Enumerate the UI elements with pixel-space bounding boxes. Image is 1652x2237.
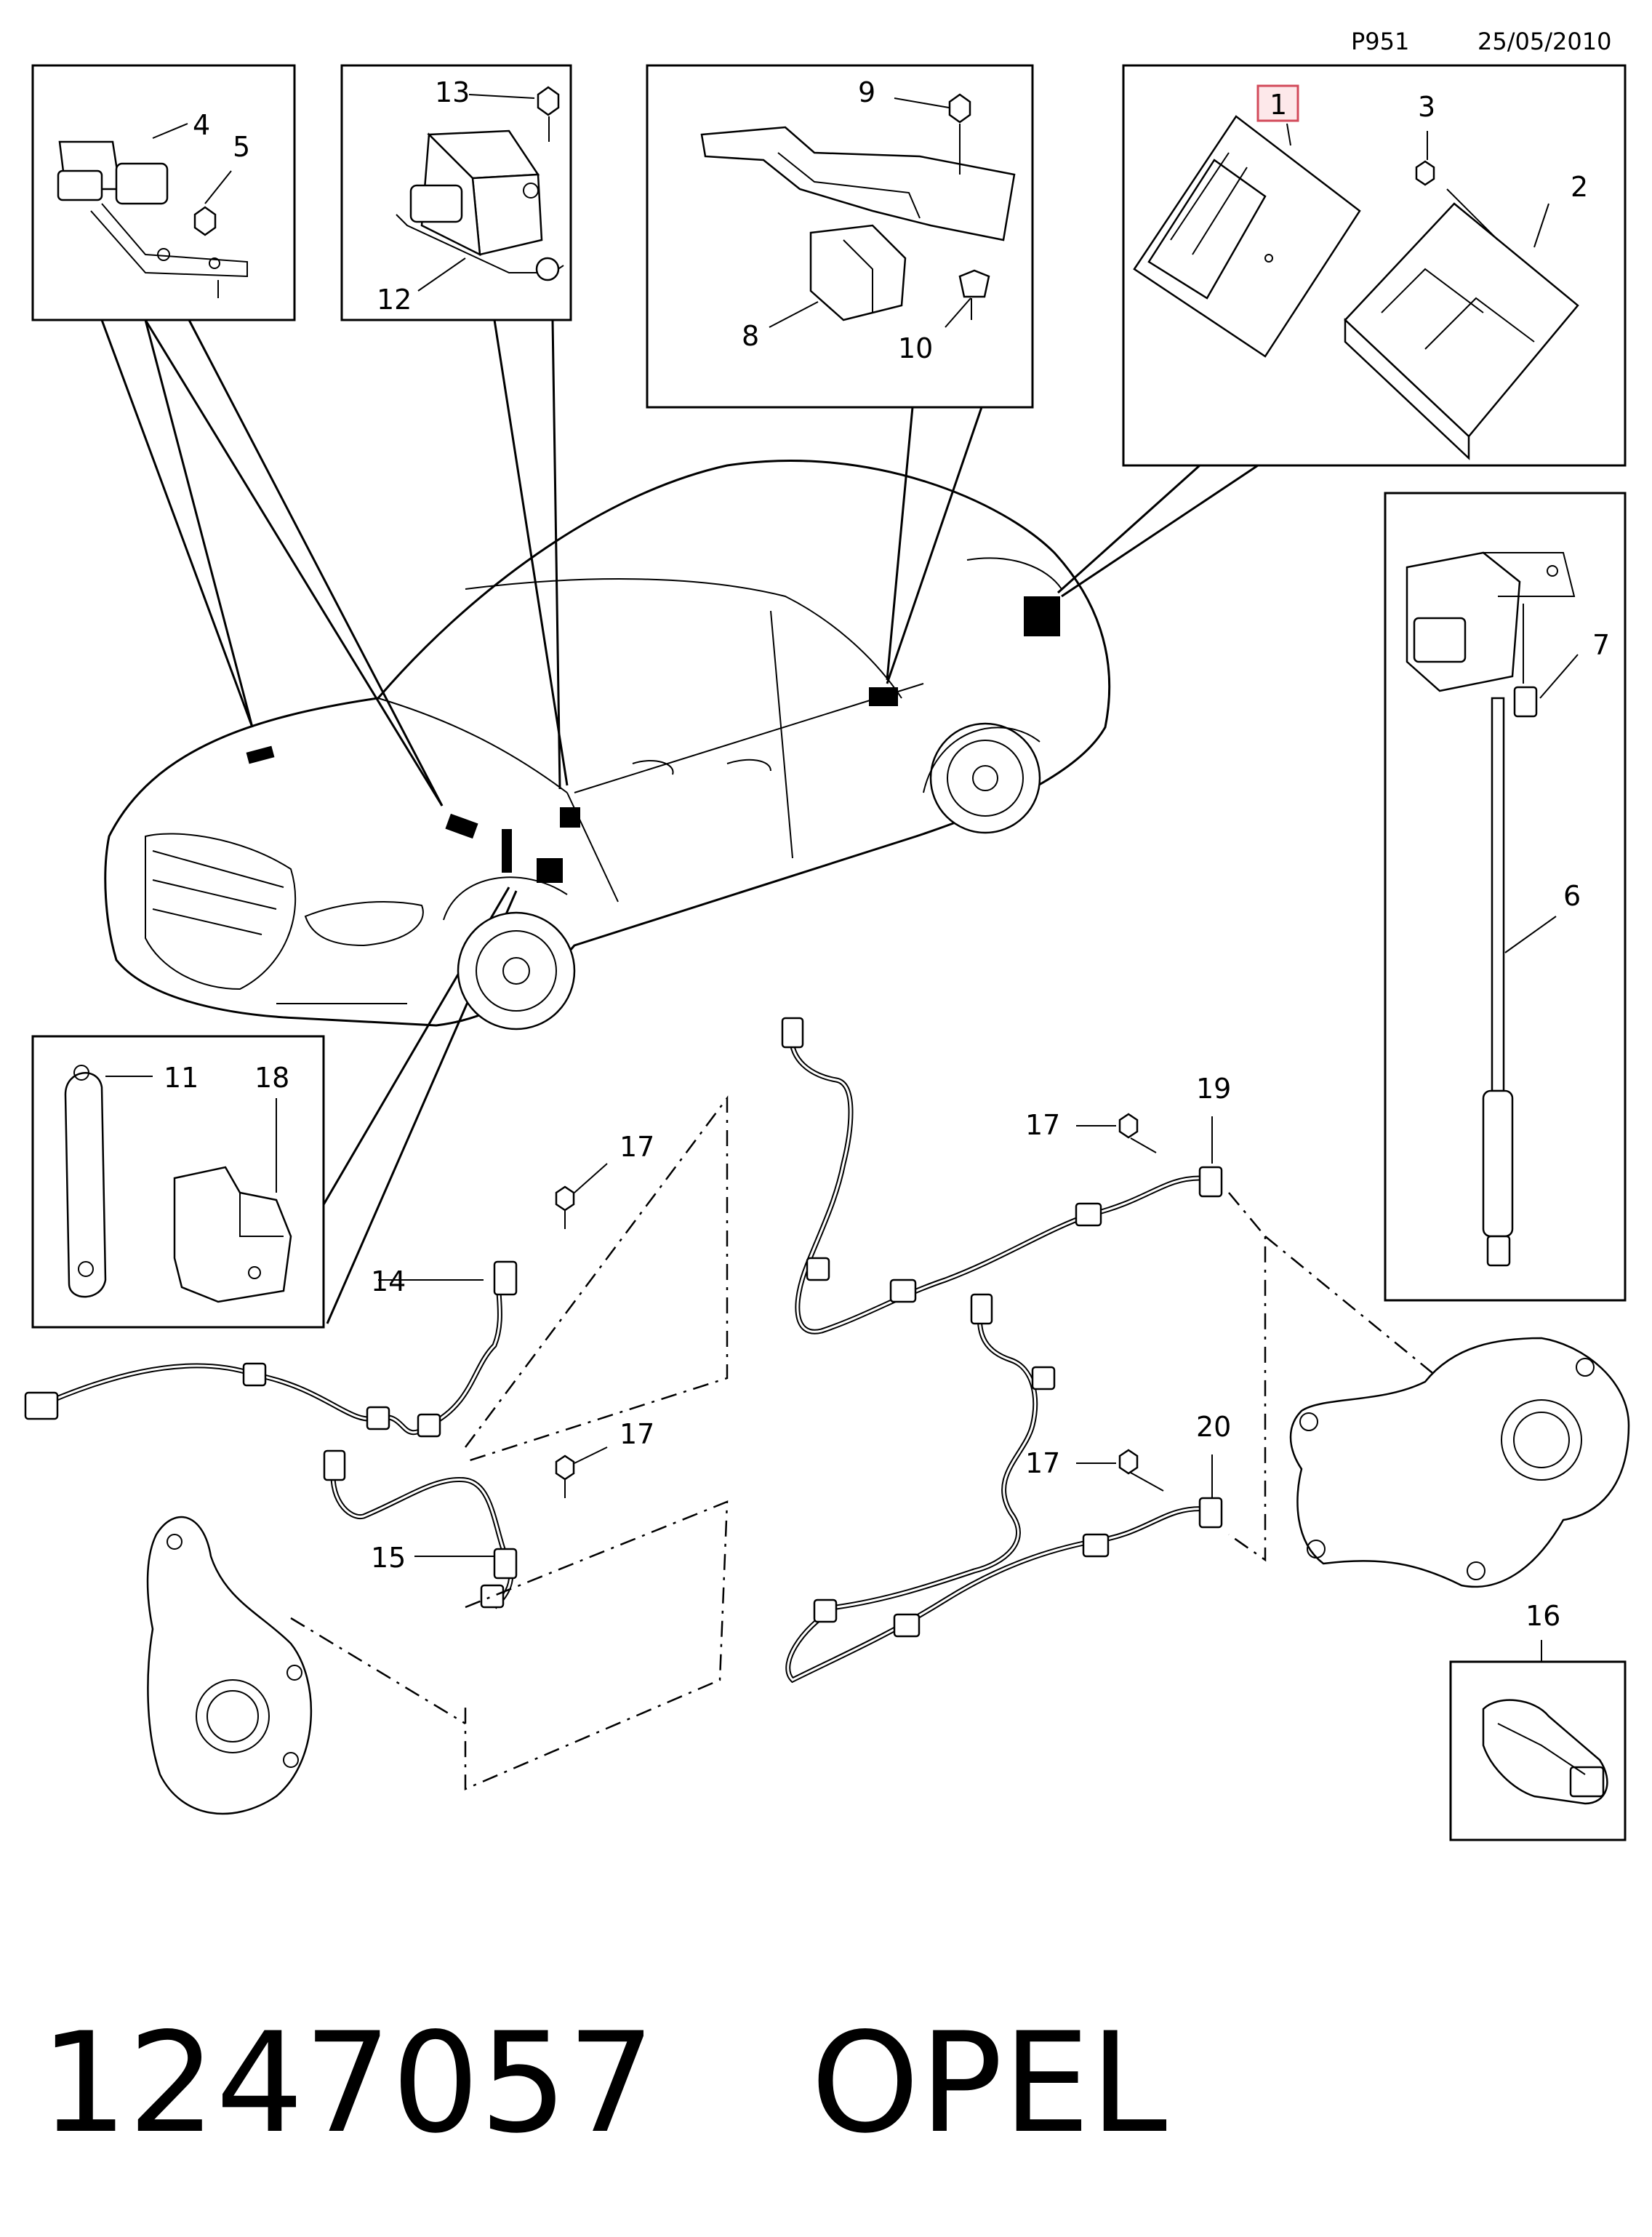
callout-8: 8	[742, 320, 759, 352]
callout-10: 10	[898, 332, 933, 364]
rear-steering-knuckle	[1289, 1337, 1630, 1588]
callout-15: 15	[371, 1542, 406, 1574]
vehicle-illustration	[104, 460, 1111, 1031]
rear-guide-line	[1228, 1192, 1267, 1562]
module-bracket-drawing	[700, 93, 1016, 321]
brand-name: OPEL	[811, 2003, 1167, 2164]
callout-16: 16	[1525, 1600, 1560, 1632]
callout-13: 13	[435, 76, 470, 108]
connector-drawing	[1482, 1699, 1608, 1805]
callout-17-d: 17	[1025, 1447, 1060, 1479]
panel-module-8-9-10: 9 8 10	[646, 64, 1034, 409]
callout-18: 18	[254, 1062, 289, 1094]
panel-bracket-11-18: 11 18	[31, 1035, 325, 1329]
panel-sensor-rod-6-7: 7 6	[1384, 492, 1627, 1302]
vehicle-sensor-markers	[246, 596, 1060, 883]
callout-11: 11	[164, 1062, 199, 1094]
callout-17-b: 17	[620, 1418, 654, 1450]
panel-control-unit-1-2-3: 1 3 2	[1122, 64, 1627, 467]
callout-20: 20	[1196, 1411, 1231, 1443]
diagram-date: 25/05/2010	[1477, 28, 1611, 55]
callout-3: 3	[1418, 91, 1435, 123]
callout-9: 9	[858, 76, 875, 108]
callout-19: 19	[1196, 1073, 1231, 1105]
callout-2: 2	[1571, 171, 1588, 203]
part-number: 1247057	[40, 2003, 655, 2164]
panel-sensor-4-5: 4 5	[31, 64, 296, 321]
front-knuckle-line	[290, 1617, 466, 1725]
panel-connector-16: 16	[1449, 1600, 1627, 1841]
rear-wheel-speed-sensor-20: 17 20	[785, 1293, 1231, 1684]
front-wheel-speed-sensor-15: 15 17	[323, 1418, 654, 1609]
sensor-module-drawing	[396, 86, 564, 281]
front-guide-line-2	[464, 1500, 729, 1790]
control-unit-drawing	[1133, 115, 1579, 460]
callout-17-a: 17	[620, 1131, 654, 1163]
callout-17-c: 17	[1025, 1109, 1060, 1141]
bracket-drawing	[64, 1065, 292, 1303]
page-code: P951	[1351, 28, 1409, 55]
callout-4: 4	[193, 109, 210, 141]
sensor-rod-drawing	[1406, 551, 1576, 1267]
front-guide-line	[465, 1095, 729, 1463]
callout-6: 6	[1563, 880, 1581, 912]
callout-1: 1	[1270, 89, 1287, 121]
panel-leader-lines	[100, 319, 1259, 1324]
callout-5: 5	[233, 131, 250, 163]
panel-sensor-12-13: 13 12	[340, 64, 572, 321]
rear-wheel-speed-sensor-19: 17 19	[781, 1017, 1231, 1334]
callout-14: 14	[371, 1265, 406, 1297]
callout-1-highlight	[1256, 84, 1299, 122]
sensor-bracket-drawing	[57, 140, 248, 298]
front-wheel-speed-sensor-14: 14 17	[24, 1131, 654, 1438]
callout-12: 12	[377, 284, 412, 316]
front-steering-knuckle	[146, 1516, 313, 1815]
callout-7: 7	[1592, 629, 1610, 661]
